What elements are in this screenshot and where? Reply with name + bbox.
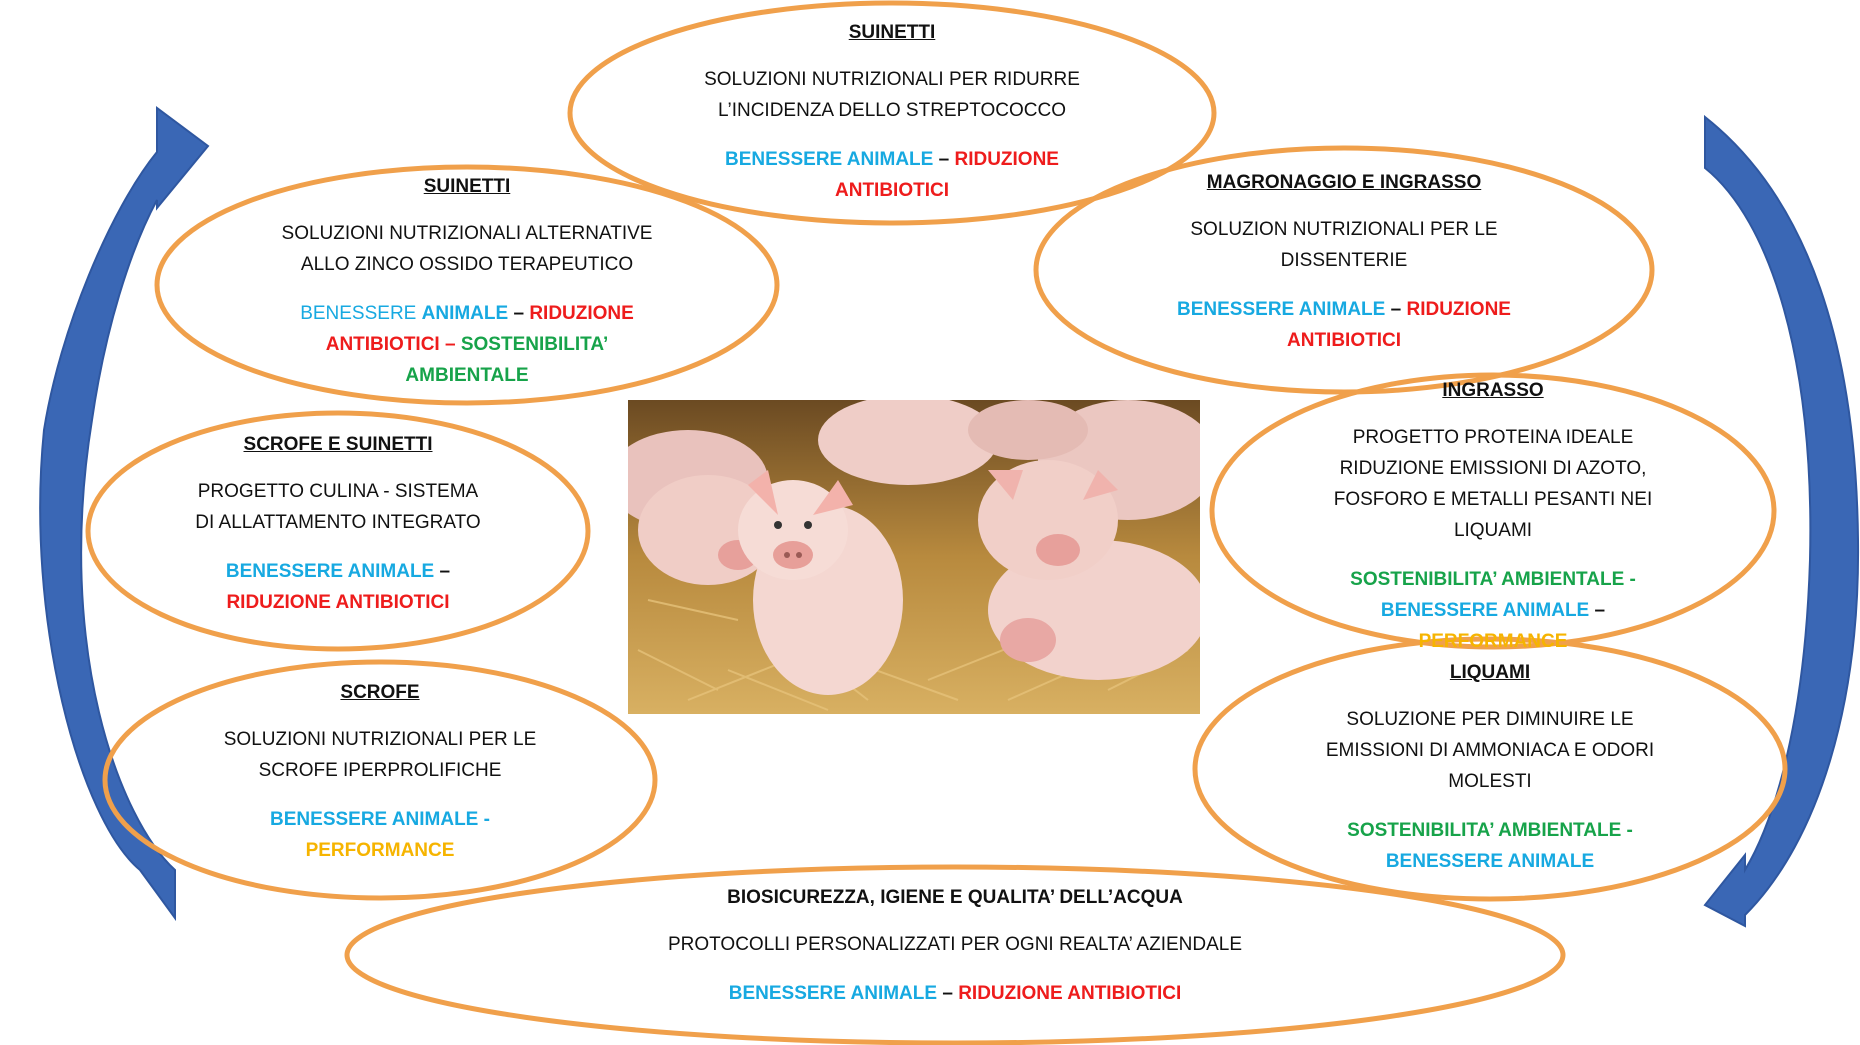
description-line: SOLUZIONE PER DIMINUIRE LE [1346,709,1634,730]
tag-segment: – [1589,600,1606,621]
description-line: ALLO ZINCO OSSIDO TERAPEUTICO [300,254,634,275]
node-tags: BENESSERE ANIMALE – RIDUZIONE ANTIBIOTICI… [202,298,732,391]
node-liquami: LIQUAMI SOLUZIONE PER DIMINUIRE LE EMISSIO… [1240,662,1740,877]
node-description: SOLUZIONE PER DIMINUIRE LE EMISSIONI DI A… [1240,704,1740,797]
ellipse-ingrasso [1209,372,1777,650]
node-title: SUINETTI [423,176,511,197]
node-description: SOLUZION NUTRIZIONALI PER LE DISSENTERIE [1082,214,1606,276]
description-line: FOSFORO E METALLI PESANTI NEI [1333,489,1653,510]
ellipse-scrofe [102,659,658,901]
description-line: SOLUZIONI NUTRIZIONALI PER LE [223,729,537,750]
node-tags: SOSTENIBILITA’ AMBIENTALE - BENESSERE ANI… [1240,815,1740,877]
description-line: SOLUZIONI NUTRIZIONALI ALTERNATIVE [281,223,653,244]
tag-segment: ANTIBIOTICI [835,180,949,201]
right-cycle-arrow [1703,114,1860,928]
node-suinetti-left: SUINETTI SOLUZIONI NUTRIZIONALI ALTERNATI… [202,176,732,391]
tag-segment: BENESSERE ANIMALE [1385,851,1595,872]
description-line: PROTOCOLLI PERSONALIZZATI PER OGNI REALT… [668,934,1242,955]
ellipse-scrofe-suinetti [85,410,591,652]
node-scrofe: SCROFE SOLUZIONI NUTRIZIONALI PER LE SCROF… [160,682,600,866]
tag-segment: AMBIENTALE [405,365,529,386]
node-tags: BENESSERE ANIMALE – RIDUZIONE ANTIBIOTICI [140,556,536,618]
tag-segment: RIDUZIONE [954,149,1059,170]
tag-segment: BENESSERE ANIMALE [225,561,435,582]
node-biosicurezza: BIOSICUREZZA, IGIENE E QUALITA’ DELL’ACQ… [500,887,1410,1009]
description-line: PROGETTO PROTEINA IDEALE [1352,427,1634,448]
node-suinetti-top: SUINETTI SOLUZIONI NUTRIZIONALI PER RIDUR… [622,22,1162,206]
node-title: SCROFE [340,682,420,703]
node-tags: SOSTENIBILITA’ AMBIENTALE - BENESSERE ANI… [1262,564,1724,657]
node-description: SOLUZIONI NUTRIZIONALI PER LE SCROFE IPER… [160,724,600,786]
tag-segment: BENESSERE ANIMALE [725,149,934,170]
node-tags: BENESSERE ANIMALE - PERFORMANCE [160,804,600,866]
tag-segment: – [933,149,955,170]
description-line: SOLUZION NUTRIZIONALI PER LE [1190,219,1498,240]
ellipse-suinetti-left [154,164,780,406]
description-line: SCROFE IPERPROLIFICHE [258,760,502,781]
node-title: SCROFE E SUINETTI [243,434,433,455]
tag-segment: ANIMALE [421,303,509,324]
left-cycle-arrow [39,106,210,922]
tag-segment: SOSTENIBILITA’ AMBIENTALE - [1347,820,1633,841]
node-description: SOLUZIONI NUTRIZIONALI ALTERNATIVE ALLO Z… [202,218,732,280]
tag-segment: BENESSERE ANIMALE - [270,809,490,830]
ellipse-biosicurezza [344,864,1566,1045]
tag-segment: – [508,303,530,324]
node-description: PROGETTO CULINA - SISTEMA DI ALLATTAMENTO… [140,476,536,538]
description-line: PROGETTO CULINA - SISTEMA [197,481,479,502]
node-title: LIQUAMI [1449,662,1531,683]
description-line: EMISSIONI DI AMMONIACA E ODORI [1325,740,1655,761]
description-line: RIDUZIONE EMISSIONI DI AZOTO, [1339,458,1647,479]
piglets-photo [628,400,1200,714]
tag-segment: SOSTENIBILITA’ AMBIENTALE - [1350,569,1636,590]
node-title: MAGRONAGGIO E INGRASSO [1206,172,1482,193]
tag-segment: RIDUZIONE [1406,299,1511,320]
node-title: INGRASSO [1442,380,1544,401]
tag-segment: RIDUZIONE [529,303,634,324]
tag-segment: ANTIBIOTICI [1287,330,1401,351]
description-line: LIQUAMI [1453,520,1533,541]
node-title: BIOSICUREZZA, IGIENE E QUALITA’ DELL’ACQ… [727,887,1183,908]
tag-segment: PERFORMANCE [305,840,455,861]
node-description: PROGETTO PROTEINA IDEALE RIDUZIONE EMISSI… [1262,422,1724,546]
tag-segment: – [1385,299,1407,320]
ellipse-magronaggio [1033,145,1655,395]
node-description: SOLUZIONI NUTRIZIONALI PER RIDURRE L’INCI… [622,64,1162,126]
tag-segment: BENESSERE [300,303,422,324]
description-line: SOLUZIONI NUTRIZIONALI PER RIDURRE [704,69,1080,90]
ellipse-suinetti-top [567,0,1217,226]
node-ingrasso: INGRASSO PROGETTO PROTEINA IDEALE RIDUZION… [1262,380,1724,657]
description-line: DI ALLATTAMENTO INTEGRATO [195,512,481,533]
description-line: L’INCIDENZA DELLO STREPTOCOCCO [717,100,1067,121]
tag-segment: BENESSERE ANIMALE [1380,600,1590,621]
node-tags: BENESSERE ANIMALE – RIDUZIONE ANTIBIOTIC… [500,978,1410,1009]
tag-segment: – [937,983,959,1004]
tag-segment: RIDUZIONE ANTIBIOTICI [226,592,450,613]
description-line: MOLESTI [1448,771,1532,792]
description-line: DISSENTERIE [1280,250,1408,271]
tag-segment: BENESSERE ANIMALE [728,983,938,1004]
node-title: SUINETTI [848,22,936,43]
tag-segment: PERFORMANCE [1418,631,1568,652]
tag-segment: BENESSERE ANIMALE [1177,299,1386,320]
node-description: PROTOCOLLI PERSONALIZZATI PER OGNI REALT… [500,929,1410,960]
tag-segment: – [434,561,451,582]
node-magronaggio: MAGRONAGGIO E INGRASSO SOLUZION NUTRIZION… [1082,172,1606,356]
tag-segment: SOSTENIBILITA’ [460,334,609,355]
tag-segment: RIDUZIONE ANTIBIOTICI [958,983,1182,1004]
tag-segment: ANTIBIOTICI – [325,334,461,355]
ellipse-liquami [1192,636,1788,902]
node-scrofe-suinetti: SCROFE E SUINETTI PROGETTO CULINA - SISTE… [140,434,536,618]
